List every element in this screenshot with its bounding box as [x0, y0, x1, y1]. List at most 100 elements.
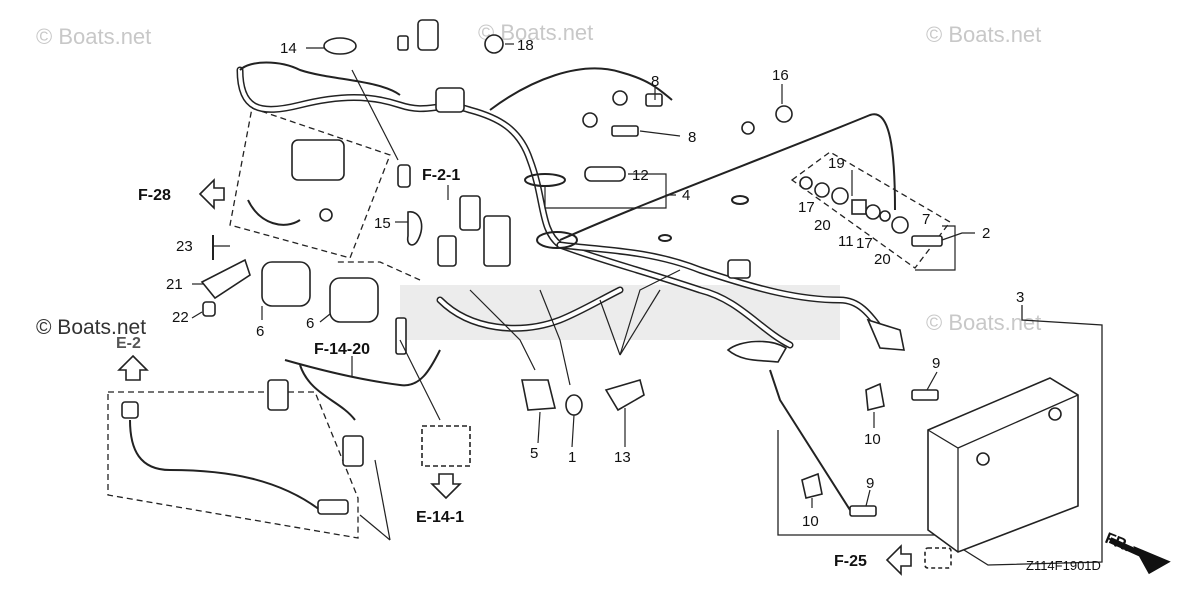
callout-2: 2 — [982, 225, 990, 242]
connector — [483, 215, 511, 267]
front-arrow — [1108, 537, 1171, 575]
bolt — [645, 93, 663, 107]
battery-mount-view — [924, 547, 952, 569]
connector-block — [435, 87, 465, 113]
sensor-connector — [267, 379, 289, 411]
sensor-harness-branch — [299, 364, 356, 421]
terminal — [891, 216, 909, 234]
relay — [261, 261, 311, 307]
callout-23: 23 — [176, 238, 193, 255]
callout-15: 15 — [374, 215, 391, 232]
callout-1: 1 — [568, 449, 576, 466]
callout-12: 12 — [632, 167, 649, 184]
callout-13: 13 — [614, 449, 631, 466]
clamp-14 — [323, 37, 357, 55]
bolt-7 — [911, 235, 943, 247]
watermark: © Boats.net — [926, 310, 1041, 335]
grommet-22 — [202, 301, 216, 317]
bolt — [611, 125, 639, 137]
watermark: © Boats.net — [926, 22, 1041, 47]
battery — [927, 377, 1079, 553]
callout-10: 10 — [802, 513, 819, 530]
arrow-down — [430, 473, 462, 500]
connector — [437, 235, 457, 267]
ignition-group-box — [229, 107, 391, 259]
sensor-wire — [129, 419, 321, 511]
callout-18: 18 — [517, 37, 534, 54]
spacer-11 — [851, 199, 867, 215]
ref-f21: F-2-1 — [422, 167, 460, 184]
ref-e141: E-14-1 — [416, 509, 464, 526]
ref-f1420: F-14-20 — [314, 341, 370, 358]
washer-19 — [831, 187, 849, 205]
callout-7: 7 — [922, 211, 930, 228]
callout-21: 21 — [166, 276, 183, 293]
callout-10: 10 — [864, 431, 881, 448]
washer-20 — [814, 182, 830, 198]
sensor-connector — [342, 435, 364, 467]
clip-1 — [565, 394, 583, 416]
callout-20: 20 — [814, 217, 831, 234]
callout-14: 14 — [280, 40, 297, 57]
watermark: © Boats.net — [36, 24, 151, 49]
clamp-13 — [604, 379, 645, 412]
terminal — [741, 121, 755, 135]
bolt-9 — [911, 389, 939, 401]
arrow-left — [885, 544, 912, 576]
callout-11: 11 — [838, 233, 854, 250]
harness-loop-ring — [524, 173, 566, 187]
hardware-group-box — [790, 151, 951, 269]
connector — [459, 195, 481, 231]
arrow-left — [198, 178, 225, 210]
sensor — [121, 401, 139, 419]
nut-17 — [865, 204, 881, 220]
callout-8: 8 — [651, 73, 659, 90]
ignition-coil — [291, 139, 345, 181]
battery-terminal — [1048, 407, 1062, 421]
clip-15 — [406, 211, 423, 246]
guide-line — [336, 261, 421, 281]
nut-17 — [799, 176, 813, 190]
grommet — [536, 231, 578, 249]
nut-10 — [865, 382, 885, 412]
fuse-connector — [395, 317, 407, 355]
callout-4: 4 — [682, 187, 690, 204]
nut-10 — [801, 472, 823, 499]
battery-terminal — [976, 452, 990, 466]
watermark: © Boats.net — [36, 316, 146, 339]
callout-3: 3 — [1016, 289, 1024, 306]
arrow-up — [117, 354, 149, 381]
ref-f25: F-25 — [834, 553, 867, 570]
terminal — [612, 90, 628, 106]
callout-16: 16 — [772, 67, 789, 84]
long-wire — [559, 113, 896, 241]
callout-19: 19 — [828, 155, 845, 172]
nut-18 — [484, 34, 504, 54]
callout-8: 8 — [688, 129, 696, 146]
ref-f28: F-28 — [138, 187, 171, 204]
sensor-harness — [284, 349, 441, 387]
bracket — [200, 258, 251, 300]
clip-view — [421, 425, 471, 467]
sensor-group-box — [107, 391, 359, 539]
diagram-code: Z114F1901D — [1026, 558, 1101, 573]
callout-5: 5 — [530, 445, 538, 462]
band — [658, 234, 672, 242]
ground-wire — [489, 67, 673, 111]
plug-wire — [247, 199, 301, 226]
callout-9: 9 — [866, 475, 874, 492]
washer-20 — [879, 210, 891, 222]
switch-connector — [417, 19, 439, 51]
band — [731, 195, 749, 205]
clip-5 — [521, 379, 557, 411]
callout-6: 6 — [256, 323, 264, 340]
cable-boot — [726, 340, 788, 363]
callout-6: 6 — [306, 315, 314, 332]
connector — [397, 164, 411, 188]
clamp-12 — [584, 166, 626, 182]
callout-17: 17 — [856, 235, 873, 252]
battery-edges — [927, 394, 1079, 552]
top-wire — [239, 61, 401, 96]
